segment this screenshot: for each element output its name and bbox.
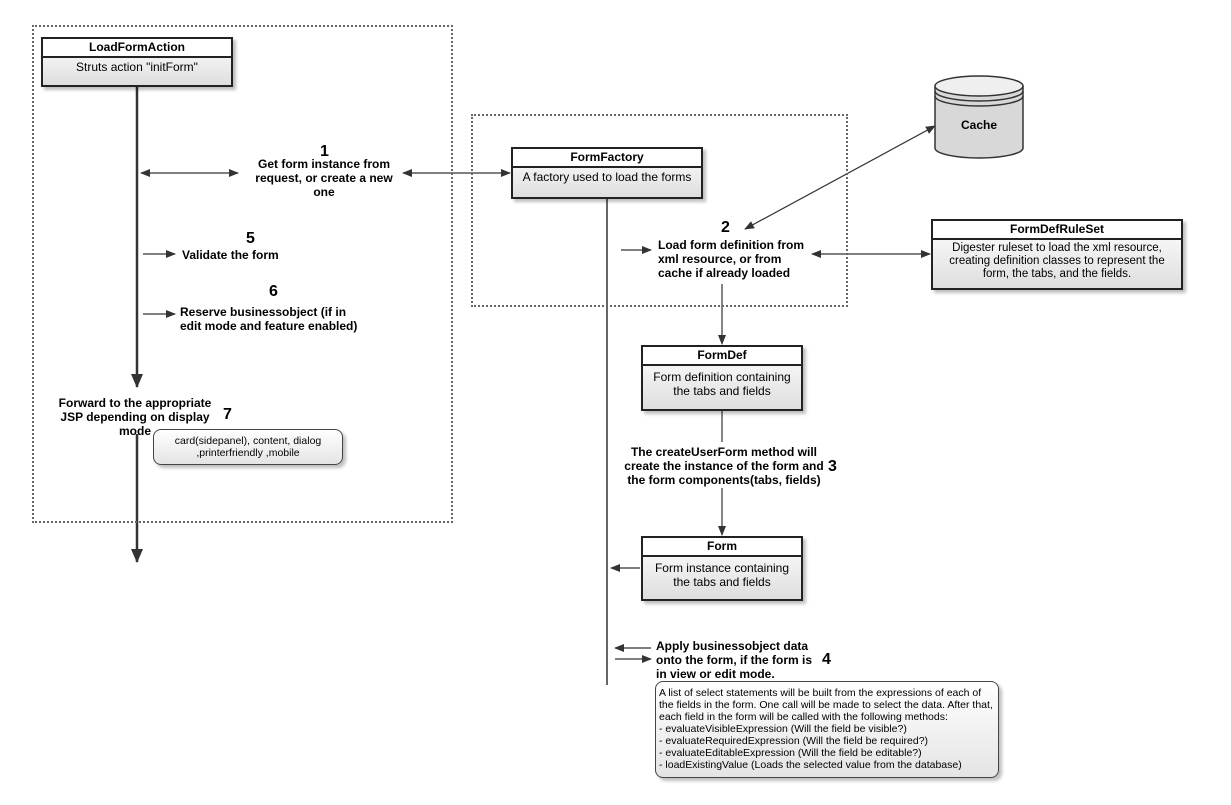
load-form-action-box: LoadFormAction Struts action "initForm"	[41, 37, 233, 87]
step3-label: The createUserForm method will create th…	[624, 445, 824, 487]
form-def-rule-set-title: FormDefRuleSet	[933, 221, 1181, 240]
load-form-action-title: LoadFormAction	[43, 39, 231, 58]
step1-label: Get form instance from request, or creat…	[255, 157, 393, 199]
step5-label: Validate the form	[182, 248, 279, 262]
form-desc: Form instance containing the tabs and fi…	[654, 561, 790, 589]
form-def-desc: Form definition containing the tabs and …	[653, 370, 791, 398]
form-def-rule-set-desc: Digester ruleset to load the xml resourc…	[949, 242, 1165, 280]
step4-number: 4	[822, 651, 831, 668]
form-factory-frame	[471, 114, 848, 307]
method-item: - loadExistingValue (Loads the selected …	[659, 759, 962, 771]
method-item: - evaluateRequiredExpression (Will the f…	[659, 735, 929, 747]
method-item: - evaluateVisibleExpression (Will the fi…	[659, 723, 907, 735]
step6-number: 6	[269, 283, 278, 300]
form-def-title: FormDef	[643, 347, 801, 366]
load-form-action-desc: Struts action "initForm"	[76, 60, 198, 74]
step2-label: Load form definition from xml resource, …	[658, 238, 804, 280]
display-modes-text: card(sidepanel), content, dialog ,printe…	[174, 435, 322, 459]
cache-label: Cache	[960, 118, 998, 132]
select-statements-note: A list of select statements will be buil…	[655, 681, 999, 778]
step4-label: Apply businessobject data onto the form,…	[656, 639, 812, 681]
form-def-rule-set-box: FormDefRuleSet Digester ruleset to load …	[931, 219, 1183, 290]
form-box: Form Form instance containing the tabs a…	[641, 536, 803, 601]
cache-cylinder	[934, 75, 1024, 159]
form-title: Form	[643, 538, 801, 557]
form-factory-title: FormFactory	[513, 149, 701, 168]
form-def-box: FormDef Form definition containing the t…	[641, 345, 803, 411]
cache-arrow	[744, 125, 936, 230]
step7-label: Forward to the appropriate JSP depending…	[58, 396, 212, 438]
form-factory-desc: A factory used to load the forms	[522, 170, 692, 184]
select-statements-intro: A list of select statements will be buil…	[659, 687, 993, 723]
step6-label: Reserve businessobject (if in edit mode …	[180, 305, 358, 333]
step2-number: 2	[721, 219, 730, 236]
step7-number: 7	[223, 406, 232, 423]
form-factory-box: FormFactory A factory used to load the f…	[511, 147, 703, 199]
display-modes-note: card(sidepanel), content, dialog ,printe…	[153, 429, 343, 465]
method-item: - evaluateEditableExpression (Will the f…	[659, 747, 922, 759]
step1-number: 1	[320, 143, 329, 160]
step5-number: 5	[246, 230, 255, 247]
step3-number: 3	[828, 458, 837, 475]
load-form-action-frame	[32, 25, 453, 523]
